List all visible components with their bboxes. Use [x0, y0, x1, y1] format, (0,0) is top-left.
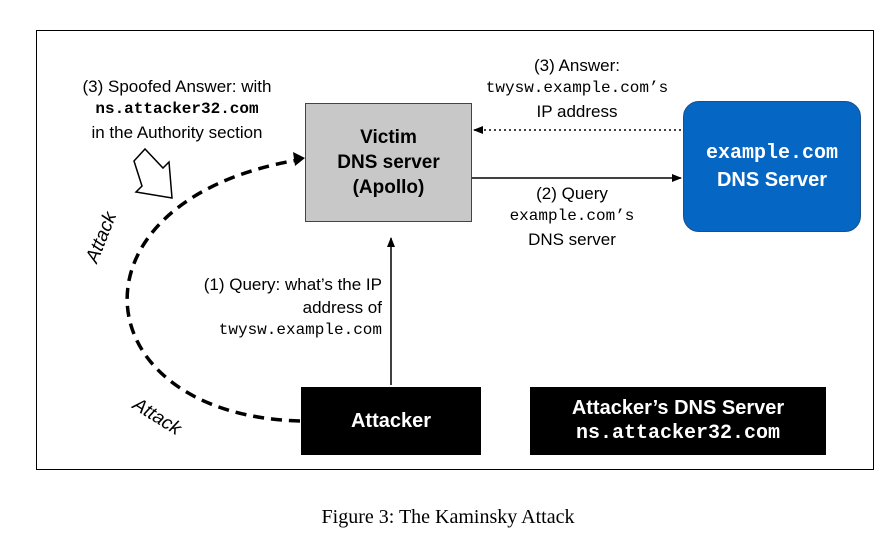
- query2-line1: (2) Query: [536, 184, 608, 203]
- query2-line3: DNS server: [528, 230, 616, 249]
- spoofed-line3: in the Authority section: [91, 123, 263, 142]
- attacker-dns-domain: ns.attacker32.com: [575, 422, 781, 445]
- attacker-label: Attacker: [350, 409, 432, 432]
- attacker-dns-line1: Attacker’s DNS Server: [571, 397, 785, 419]
- victim-line2: DNS server: [337, 152, 440, 173]
- dns-server-label: DNS Server: [716, 168, 828, 191]
- answer-line1: (3) Answer:: [534, 56, 620, 75]
- answer-label: (3) Answer: twysw.example.com’s IP addre…: [466, 54, 688, 123]
- attacker-box: Attacker: [301, 387, 481, 455]
- victim-dns-server-box: Victim DNS server (Apollo): [305, 103, 472, 222]
- attacker-dns-server-box: Attacker’s DNS Server ns.attacker32.com: [530, 387, 826, 455]
- answer-line2: twysw.example.com’s: [485, 79, 669, 97]
- victim-line1: Victim: [360, 127, 417, 148]
- figure-caption: Figure 3: The Kaminsky Attack: [321, 506, 575, 528]
- query1-line1: (1) Query: what’s the IP: [203, 275, 382, 294]
- spoofed-line1: (3) Spoofed Answer: with: [82, 77, 272, 96]
- attack-arc-arrowhead: [293, 152, 305, 166]
- query2-line2: example.com’s: [509, 207, 635, 225]
- spoofed-line2: ns.attacker32.com: [95, 100, 259, 118]
- query2-label: (2) Query example.com’s DNS server: [486, 182, 658, 251]
- spoofed-answer-label: (3) Spoofed Answer: with ns.attacker32.c…: [58, 75, 296, 144]
- diagram-frame: [36, 30, 874, 470]
- attack-arc: [125, 158, 301, 423]
- query1-line2: address of: [302, 298, 382, 317]
- query1-label: (1) Query: what’s the IP address of twys…: [170, 273, 382, 342]
- victim-line3: (Apollo): [352, 177, 425, 198]
- query1-line3: twysw.example.com: [218, 321, 382, 339]
- example-dns-server-box: example.com DNS Server: [683, 101, 861, 232]
- answer-line3: IP address: [536, 102, 618, 121]
- dns-server-domain: example.com: [705, 141, 839, 165]
- spoofed-answer-arrow: [133, 147, 173, 199]
